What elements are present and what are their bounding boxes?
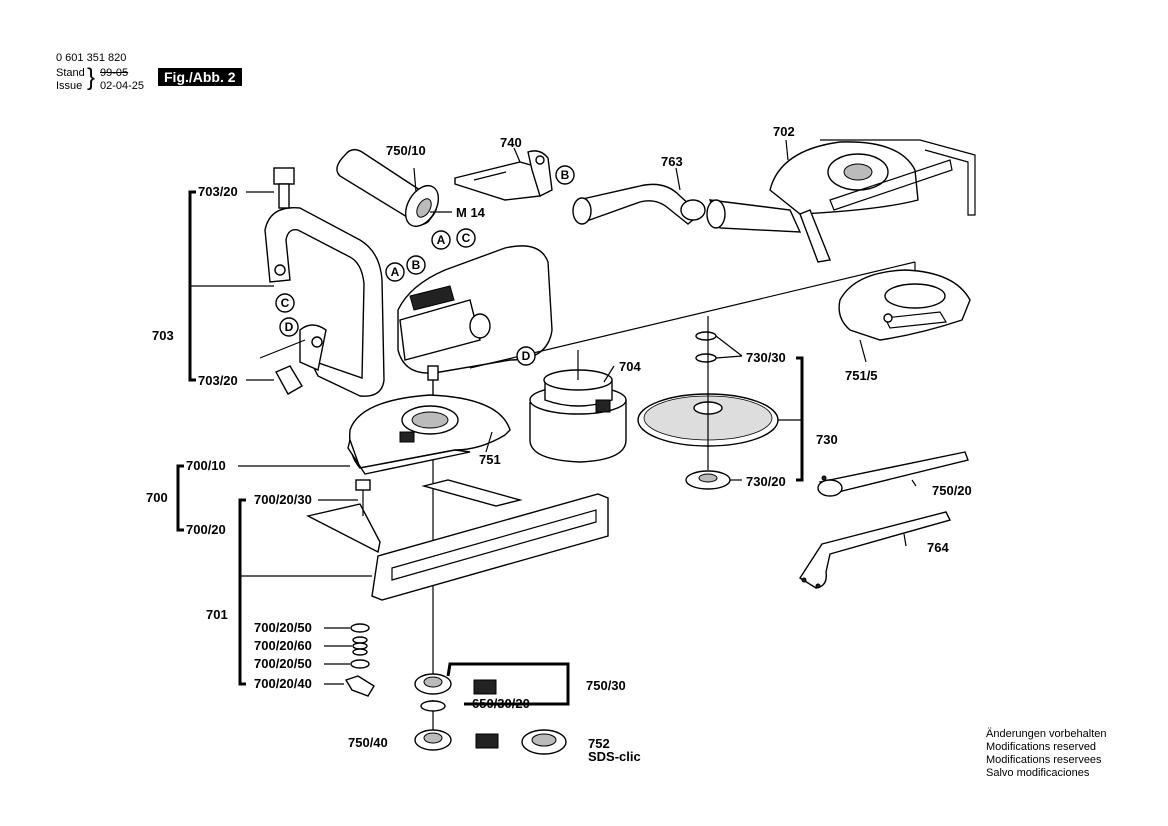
label-700-20: 700/20	[186, 522, 226, 537]
note-line-4: Salvo modificaciones	[986, 767, 1090, 779]
flange-750-30	[414, 673, 452, 695]
label-750-10: 750/10	[386, 143, 426, 158]
callout-c-4: C	[275, 293, 295, 313]
note-line-1: Änderungen vorbehalten	[986, 728, 1107, 740]
label-sds-clic: SDS-clic	[588, 749, 641, 764]
label-m14: M 14	[456, 205, 486, 220]
bow-handle	[259, 167, 385, 397]
callout-a-2: A	[385, 262, 405, 282]
label-650-30-20: 650/30/20	[472, 696, 530, 711]
label-703-20-top: 703/20	[198, 184, 238, 199]
label-704: 704	[619, 359, 641, 374]
issue-label: Issue	[56, 80, 83, 92]
stand-value: 99-05	[100, 67, 129, 79]
label-730-20: 730/20	[746, 474, 786, 489]
callout-b-3: B	[555, 165, 575, 185]
label-730-30: 730/30	[746, 350, 786, 365]
side-handle	[336, 148, 452, 227]
bracket-740	[454, 150, 553, 201]
ring-650-30-20	[420, 700, 446, 712]
spring-700-20-60	[352, 636, 368, 656]
svg-text:C: C	[281, 296, 290, 310]
issue-value: 02-04-25	[100, 80, 145, 92]
svg-text:B: B	[412, 258, 421, 272]
svg-text:A: A	[391, 265, 400, 279]
callout-b-2: B	[406, 255, 426, 275]
spanner-764	[799, 511, 952, 589]
washer-700-20-50a	[350, 623, 370, 633]
label-700-20-40: 700/20/40	[254, 676, 312, 691]
washer-700-20-50b	[350, 659, 370, 669]
label-700-20-50b: 700/20/50	[254, 656, 312, 671]
svg-text:A: A	[437, 233, 446, 247]
grinding-disc-730	[637, 316, 779, 490]
svg-text:C: C	[462, 231, 471, 245]
label-703: 703	[152, 328, 174, 343]
label-700-20-50a: 700/20/50	[254, 620, 312, 635]
flange-detail-icon	[473, 679, 497, 695]
part-number: 0 601 351 820	[56, 52, 127, 64]
note-line-3: Modifications reservees	[986, 754, 1102, 766]
note-line-2: Modifications reserved	[986, 741, 1097, 753]
svg-text:D: D	[522, 349, 531, 363]
label-750-30: 750/30	[586, 678, 626, 693]
cutting-guide	[305, 479, 609, 601]
callout-d-5: D	[279, 317, 299, 337]
label-700-20-30: 700/20/30	[254, 492, 312, 507]
cutting-guard-702	[706, 139, 976, 263]
protection-guard-751	[347, 394, 511, 475]
brace-glyph: }	[87, 64, 96, 91]
extraction-hose	[572, 183, 706, 225]
revision-notes: Änderungen vorbehalten Modifications res…	[986, 728, 1106, 780]
label-700: 700	[146, 490, 168, 505]
callout-d-6: D	[516, 346, 536, 366]
label-751-5: 751/5	[845, 368, 878, 383]
pin-wrench-750-20	[817, 451, 969, 497]
label-752: 752	[588, 736, 610, 751]
cup-guard-704	[529, 369, 627, 463]
callout-c-1: C	[456, 228, 476, 248]
callout-a-1: A	[431, 230, 451, 250]
flange-detail-icon-2	[475, 733, 499, 749]
guard-751-5	[838, 269, 971, 341]
clamp-nut-752	[521, 729, 567, 755]
figure-label: Fig./Abb. 2	[158, 68, 242, 86]
label-730: 730	[816, 432, 838, 447]
label-702: 702	[773, 124, 795, 139]
svg-text:D: D	[285, 320, 294, 334]
label-751: 751	[479, 452, 501, 467]
wing-nut-700-20-40	[344, 675, 375, 697]
label-763: 763	[661, 154, 683, 169]
label-740: 740	[500, 135, 522, 150]
svg-text:B: B	[561, 168, 570, 182]
label-764: 764	[927, 540, 949, 555]
label-703-20-bot: 703/20	[198, 373, 238, 388]
flange-750-40	[414, 729, 452, 751]
label-700-10: 700/10	[186, 458, 226, 473]
label-701: 701	[206, 607, 228, 622]
stand-label: Stand	[56, 67, 85, 79]
label-750-20: 750/20	[932, 483, 972, 498]
label-750-40: 750/40	[348, 735, 388, 750]
label-700-20-60: 700/20/60	[254, 638, 312, 653]
grinder-body	[397, 245, 553, 420]
